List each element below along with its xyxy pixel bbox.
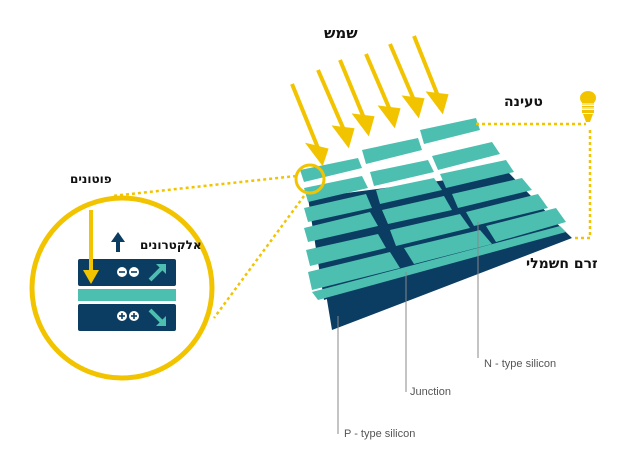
zoom-guides xyxy=(111,174,306,319)
panel-cells xyxy=(300,118,566,290)
load-circuit xyxy=(476,122,592,240)
light-bulb-icon xyxy=(580,91,596,122)
sun-label: שמש xyxy=(324,24,358,42)
junction-block xyxy=(78,289,176,301)
junction-label: Junction xyxy=(410,386,451,398)
electron-arrowhead xyxy=(111,232,125,242)
load-label: טעינה xyxy=(504,94,543,110)
photon-arrowhead xyxy=(83,270,99,284)
junction-layer xyxy=(312,226,566,300)
electron-charge-icon xyxy=(117,267,139,277)
current-label: זרם חשמלי xyxy=(526,256,598,272)
n-type-label: N - type silicon xyxy=(484,358,557,370)
hole-charge-icon xyxy=(117,311,139,321)
down-right-arrow-icon xyxy=(148,308,166,326)
electrons-label: אלקטרונים xyxy=(140,238,202,252)
zoom-detail-circle xyxy=(29,195,215,381)
zoom-target-circle xyxy=(294,163,326,195)
sun-rays xyxy=(290,35,449,167)
up-right-arrow-icon xyxy=(148,264,166,282)
solar-panel xyxy=(300,118,572,330)
p-type-label: P - type silicon xyxy=(344,428,416,440)
cell-cross-section xyxy=(78,210,176,331)
photons-label: פוטונים xyxy=(70,172,112,186)
label-pointers xyxy=(337,222,479,434)
p-layer-block xyxy=(78,304,176,331)
